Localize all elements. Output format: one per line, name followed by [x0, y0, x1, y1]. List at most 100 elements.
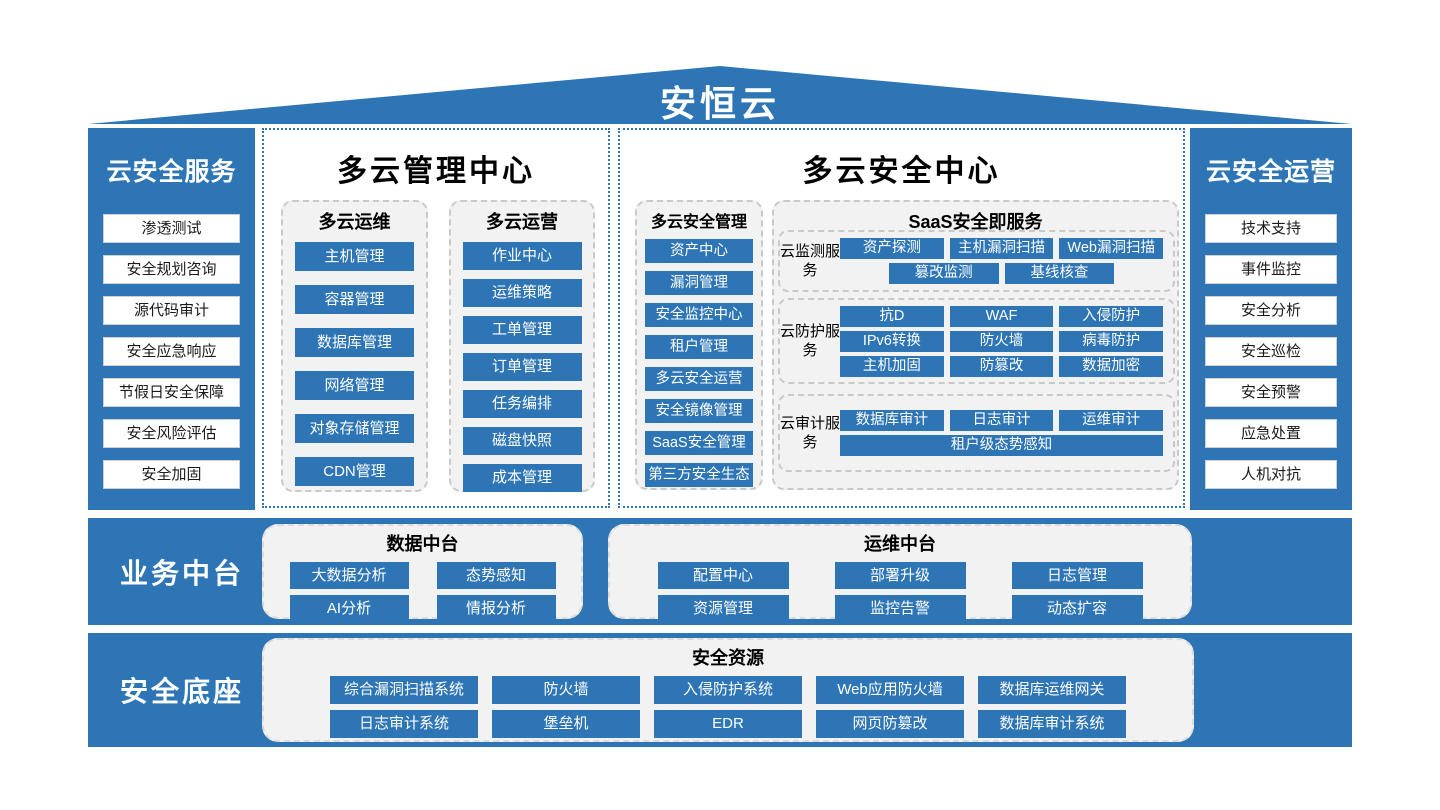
module-box: 对象存储管理	[295, 414, 414, 443]
service-item: 安全加固	[103, 460, 240, 489]
security-base-label: 安全底座	[120, 676, 245, 707]
module-box: 数据库审计	[840, 410, 944, 431]
ops-platform-title: 运维中台	[864, 534, 936, 554]
left-sidebar-items: 渗透测试安全规划咨询源代码审计安全应急响应节假日安全保障安全风险评估安全加固	[103, 214, 240, 489]
service-item: 渗透测试	[103, 214, 240, 243]
cloud-audit-rows: 数据库审计日志审计运维审计 租户级态势感知	[840, 410, 1173, 456]
ops-platform-row-2: 资源管理 监控告警 动态扩容	[610, 595, 1190, 622]
cloud-monitor-label: 云监测服务	[780, 243, 841, 279]
cloud-security-operation-panel: 云安全运营 技术支持事件监控安全分析安全巡检安全预警应急处置人机对抗	[1190, 128, 1352, 510]
protection-row-3: 主机加固防篡改数据加密	[840, 355, 1164, 377]
module-box: 数据加密	[1059, 355, 1164, 377]
module-box: 态势感知	[436, 562, 556, 589]
module-box: 综合漏洞扫描系统	[330, 676, 478, 704]
module-box: SaaS安全管理	[645, 431, 753, 455]
security-center-title: 多云安全中心	[802, 155, 1001, 188]
module-box: 工单管理	[462, 316, 582, 344]
right-sidebar-title: 云安全运营	[1205, 158, 1336, 186]
module-box: EDR	[654, 710, 802, 738]
module-box: 资源管理	[657, 595, 789, 622]
service-item: 安全巡检	[1205, 337, 1337, 366]
module-box: 资产探测	[840, 238, 944, 259]
module-box: 租户管理	[645, 335, 753, 359]
module-box: 安全镜像管理	[645, 399, 753, 423]
module-box: 日志管理	[1011, 562, 1143, 589]
roof-banner: 安恒云	[88, 66, 1352, 124]
service-item: 安全规划咨询	[103, 255, 240, 284]
module-box: 数据库运维网关	[978, 676, 1126, 704]
business-middle-platform-band: 业务中台 数据中台 大数据分析态势感知 AI分析情报分析 运维中台 配置中心部署…	[88, 518, 1352, 625]
service-item: 安全应急响应	[103, 337, 240, 366]
service-item: 源代码审计	[103, 296, 240, 325]
module-box: 入侵防护系统	[654, 676, 802, 704]
service-item: 安全预警	[1205, 378, 1337, 407]
module-box: IPv6转换	[840, 330, 944, 352]
module-box: 主机加固	[840, 355, 944, 377]
cloud-audit-service-group: 云审计服务 数据库审计日志审计运维审计 租户级态势感知	[778, 394, 1175, 472]
module-box: 入侵防护	[1059, 305, 1164, 327]
module-box: 部署升级	[834, 562, 966, 589]
module-box: 大数据分析	[289, 562, 409, 589]
data-platform-row-1: 大数据分析态势感知	[264, 562, 581, 589]
module-box: 日志审计	[949, 410, 1054, 431]
module-box: 主机管理	[295, 242, 414, 271]
left-sidebar-title: 云安全服务	[106, 158, 237, 186]
service-item: 安全风险评估	[103, 419, 240, 448]
service-item: 节假日安全保障	[103, 378, 240, 407]
module-box: 任务编排	[462, 390, 582, 418]
module-box: 作业中心	[462, 242, 582, 270]
module-box: 漏洞管理	[645, 271, 753, 295]
module-box: 日志审计系统	[330, 710, 478, 738]
right-sidebar-items: 技术支持事件监控安全分析安全巡检安全预警应急处置人机对抗	[1205, 214, 1337, 489]
module-box: CDN管理	[295, 457, 414, 486]
protection-row-2: IPv6转换防火墙病毒防护	[840, 330, 1164, 352]
data-platform-title: 数据中台	[386, 534, 459, 554]
module-box: Web应用防火墙	[816, 676, 964, 704]
service-item: 事件监控	[1205, 255, 1337, 284]
module-box: 动态扩容	[1011, 595, 1143, 622]
security-resources-title: 安全资源	[692, 648, 764, 668]
security-resources-panel: 安全资源 综合漏洞扫描系统防火墙入侵防护系统 Web应用防火墙数据库运维网关 日志…	[262, 638, 1194, 742]
module-box: 监控告警	[834, 595, 966, 622]
module-box: AI分析	[289, 595, 409, 622]
multicloud-operation-items: 作业中心运维策略工单管理订单管理任务编排磁盘快照成本管理	[451, 242, 593, 492]
data-platform-row-2: AI分析情报分析	[264, 595, 581, 622]
module-box: 防篡改	[949, 355, 1054, 377]
module-box: 运维策略	[462, 279, 582, 307]
multicloud-ops-title: 多云运维	[318, 212, 391, 232]
business-middle-label: 业务中台	[120, 557, 245, 589]
module-box: 防火墙	[949, 330, 1054, 352]
ops-platform-row-1: 配置中心部署升级日志管理	[610, 562, 1190, 589]
module-box: 容器管理	[295, 285, 414, 314]
ops-platform-panel: 运维中台 配置中心部署升级日志管理 资源管理监控告警动态扩容	[608, 524, 1192, 622]
tenant-situation-awareness-box: 租户级态势感知	[840, 435, 1163, 456]
audit-row-2: 租户级态势感知	[840, 435, 1163, 456]
module-box: 主机漏洞扫描	[949, 238, 1054, 259]
module-box: 篡改监测	[888, 263, 999, 284]
module-box: 网页防篡改	[816, 710, 964, 738]
module-box: 数据库审计系统	[978, 710, 1126, 738]
multicloud-security-center: 多云安全中心 多云安全管理 资产中心漏洞管理安全监控中心租户管理多云安全运营安全…	[618, 128, 1185, 508]
module-box: 情报分析	[436, 595, 556, 622]
service-item: 安全分析	[1205, 296, 1337, 325]
module-box: Web漏洞扫描	[1059, 238, 1164, 259]
cloud-protection-label: 云防护服务	[780, 323, 841, 359]
module-box: 防火墙	[492, 676, 640, 704]
data-platform-panel: 数据中台 大数据分析态势感知 AI分析情报分析	[262, 524, 583, 622]
service-item: 应急处置	[1205, 419, 1337, 448]
service-item: 技术支持	[1205, 214, 1337, 243]
module-box: 堡垒机	[492, 710, 640, 738]
security-resources-row-1: 综合漏洞扫描系统防火墙入侵防护系统 Web应用防火墙数据库运维网关	[264, 676, 1192, 704]
multicloud-operation-panel: 多云运营 作业中心运维策略工单管理订单管理任务编排磁盘快照成本管理	[449, 200, 595, 492]
diagram-title: 安恒云	[659, 83, 780, 124]
